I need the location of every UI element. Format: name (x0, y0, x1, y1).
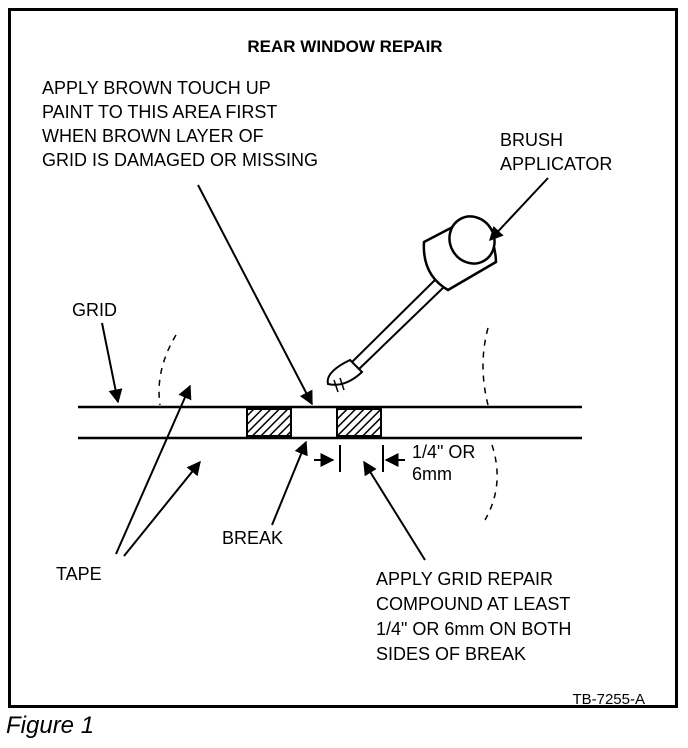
callout-bottom-line-2: COMPOUND AT LEAST (376, 594, 570, 614)
grid-label: GRID (72, 300, 117, 320)
touch-up-callout: APPLY BROWN TOUCH UP PAINT TO THIS AREA … (42, 78, 318, 170)
dimension-label-line-1: 1/4" OR (412, 442, 475, 462)
diagram-frame (8, 8, 678, 708)
dimension-label-line-2: 6mm (412, 464, 452, 484)
tape-curve-right-top (482, 327, 489, 406)
brush-arrow (489, 177, 549, 242)
brush-label-line-2: APPLICATOR (500, 154, 612, 174)
callout-bottom-line-1: APPLY GRID REPAIR (376, 569, 553, 589)
callout-top-line-3: WHEN BROWN LAYER OF (42, 126, 264, 146)
callout-top-line-2: PAINT TO THIS AREA FIRST (42, 102, 277, 122)
callout-top-line-4: GRID IS DAMAGED OR MISSING (42, 150, 318, 170)
tape-arrow-bottom (123, 460, 201, 557)
grid-arrow (101, 322, 123, 404)
figure-id: TB-7255-A (572, 691, 645, 708)
brush-label-line-1: BRUSH (500, 130, 563, 150)
brush-applicator-icon (326, 215, 498, 393)
repair-compound-left (246, 408, 292, 437)
compound-arrow (363, 460, 426, 561)
tape-curve-right-bottom (484, 444, 498, 521)
callout-top-line-1: APPLY BROWN TOUCH UP (42, 78, 271, 98)
break-arrow (271, 440, 308, 526)
callout-bottom-line-4: SIDES OF BREAK (376, 644, 526, 664)
callout-bottom-line-3: 1/4" OR 6mm ON BOTH (376, 619, 571, 639)
tape-curve-left (158, 334, 177, 406)
break-label: BREAK (222, 528, 283, 548)
repair-compound-right (336, 408, 382, 437)
tape-arrow-top (115, 384, 192, 555)
diagram-title: REAR WINDOW REPAIR (247, 37, 442, 56)
figure-caption: Figure 1 (6, 712, 95, 739)
touch-up-arrow (197, 184, 313, 406)
compound-callout: APPLY GRID REPAIR COMPOUND AT LEAST 1/4"… (376, 569, 571, 664)
tape-label: TAPE (56, 564, 102, 584)
